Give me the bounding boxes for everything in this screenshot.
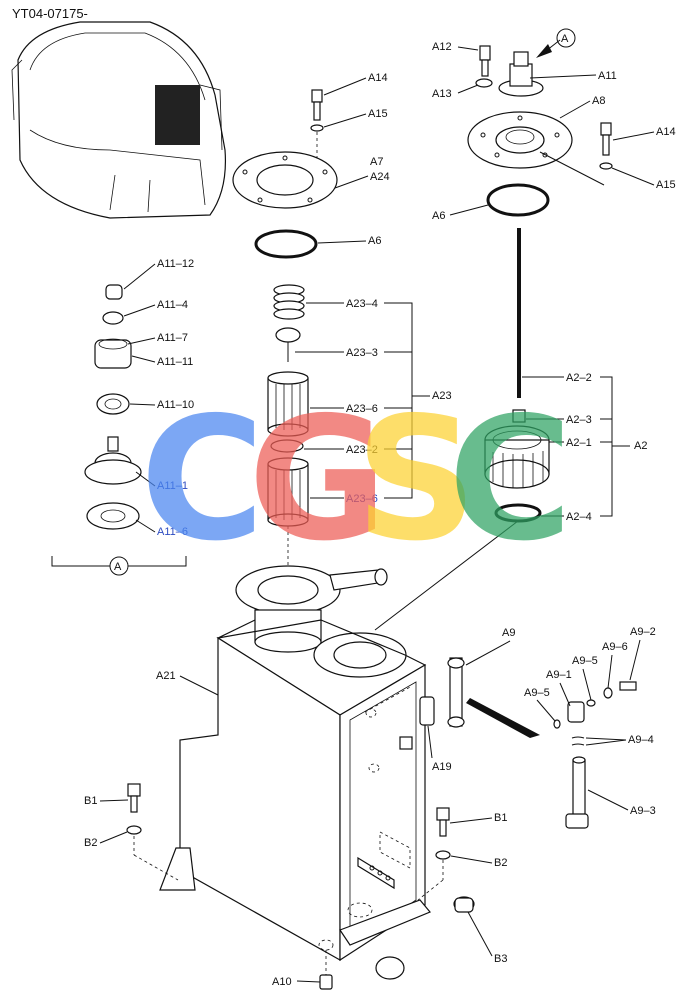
label-A8: A8 bbox=[592, 95, 605, 107]
svg-text:A: A bbox=[114, 561, 122, 573]
label-A14-right: A14 bbox=[656, 126, 676, 138]
machine-overview-sketch bbox=[11, 21, 227, 219]
label-A12: A12 bbox=[432, 41, 452, 53]
label-A21: A21 bbox=[156, 670, 176, 682]
label-A15-left: A15 bbox=[368, 108, 388, 120]
label-B1-right: B1 bbox=[494, 812, 507, 824]
label-A19: A19 bbox=[432, 761, 452, 773]
watermark-letter-s: S bbox=[355, 381, 477, 579]
label-A23: A23 bbox=[432, 390, 452, 402]
a8-cover-plate bbox=[467, 111, 573, 169]
label-A9-5-left: A9–5 bbox=[524, 687, 550, 699]
label-B2-right: B2 bbox=[494, 857, 507, 869]
svg-text:A: A bbox=[561, 33, 569, 45]
label-A11-1: A11–1 bbox=[157, 480, 188, 492]
label-A11-7: A11–7 bbox=[157, 332, 188, 344]
a23-filter-assembly bbox=[267, 284, 309, 600]
watermark-letter-c2: C bbox=[448, 381, 573, 579]
label-A23-6-upper: A23–6 bbox=[346, 403, 378, 415]
label-A23-4: A23–4 bbox=[346, 298, 378, 310]
label-A11-4: A11–4 bbox=[157, 299, 188, 311]
view-a-marker bbox=[556, 28, 576, 48]
label-A6-right: A6 bbox=[432, 210, 445, 222]
label-A23-2: A23–2 bbox=[346, 444, 378, 456]
a19-plate bbox=[419, 696, 435, 726]
a7-a24-cover-plate bbox=[232, 151, 338, 209]
label-A9-1: A9–1 bbox=[546, 669, 572, 681]
view-arrow-icon bbox=[536, 44, 552, 58]
a11-breather: A bbox=[475, 28, 576, 97]
a2-strainer-assembly bbox=[374, 228, 550, 631]
cgsc-watermark: C G S C bbox=[140, 381, 573, 579]
watermark-letter-c1: C bbox=[140, 381, 265, 579]
label-A2: A2 bbox=[634, 440, 647, 452]
a21-hydraulic-tank bbox=[159, 565, 431, 980]
label-A23-3: A23–3 bbox=[346, 347, 378, 359]
label-A9-6: A9–6 bbox=[602, 641, 628, 653]
label-A10: A10 bbox=[272, 976, 292, 988]
label-A9: A9 bbox=[502, 627, 515, 639]
a2-group-bracket bbox=[600, 376, 613, 517]
label-A2-1: A2–1 bbox=[566, 437, 592, 449]
label-A9-2: A9–2 bbox=[630, 626, 656, 638]
label-A14-left: A14 bbox=[368, 72, 388, 84]
label-A9-5-top: A9–5 bbox=[572, 655, 598, 667]
label-A2-2: A2–2 bbox=[566, 372, 592, 384]
label-B3: B3 bbox=[494, 953, 507, 965]
label-A2-4: A2–4 bbox=[566, 511, 592, 523]
view-a-marker-bottom bbox=[109, 556, 129, 576]
label-A11-6: A11–6 bbox=[157, 526, 188, 538]
label-A11-10: A11–10 bbox=[157, 399, 194, 411]
label-B1-left: B1 bbox=[84, 795, 97, 807]
a11-subassembly bbox=[84, 284, 142, 530]
label-A9-4: A9–4 bbox=[628, 734, 654, 746]
a9-level-gauge bbox=[447, 657, 637, 829]
tank-location-highlight bbox=[155, 85, 200, 145]
a23-group-bracket bbox=[384, 302, 413, 499]
label-A11: A11 bbox=[598, 70, 617, 82]
label-A13: A13 bbox=[432, 88, 452, 100]
label-A11-11: A11–11 bbox=[157, 356, 193, 368]
label-A24: A24 bbox=[370, 171, 390, 183]
label-A11-12: A11–12 bbox=[157, 258, 194, 270]
watermark-letter-g: G bbox=[248, 381, 388, 579]
label-A15-right: A15 bbox=[656, 179, 676, 191]
label-B2-left: B2 bbox=[84, 837, 97, 849]
diagram-code: YT04-07175- bbox=[12, 6, 88, 21]
label-A6-left: A6 bbox=[368, 235, 381, 247]
label-A23-6-lower: A23–6 bbox=[346, 493, 378, 505]
label-A2-3: A2–3 bbox=[566, 414, 592, 426]
label-A7: A7 bbox=[370, 156, 383, 168]
label-A9-3: A9–3 bbox=[630, 805, 656, 817]
